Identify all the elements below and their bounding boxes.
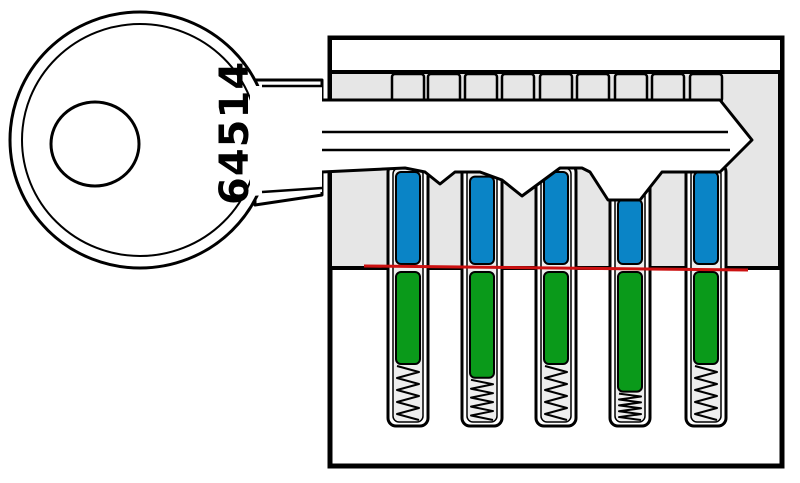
driver-pin [693,271,719,365]
pin-spring [544,365,568,421]
key-pin [543,171,569,265]
key-shoulder-bottom-edge [261,186,323,194]
plug-tab [463,72,499,104]
plug-top-tabs [390,72,724,104]
pin-spring [618,392,642,421]
shear-line [363,264,749,272]
key-pin [693,171,719,265]
plug-tab [688,72,724,104]
key-number-label: 64514 [212,61,258,205]
key-shoulder [250,86,322,196]
key-pin [469,175,495,266]
pin-spring [694,365,718,421]
driver-pin [617,271,643,393]
plug-tab [390,72,426,104]
key-pin [395,171,421,265]
plug-tab [426,72,462,104]
pin-spring [396,365,420,421]
key-pin [617,198,643,266]
driver-pin [469,271,495,379]
driver-pin [543,271,569,365]
plug-tab [613,72,649,104]
plug-tab [500,72,536,104]
driver-pin [395,271,421,365]
housing-top-band [328,36,784,74]
plug-tab [650,72,686,104]
pin-spring [470,378,494,421]
plug-tab [575,72,611,104]
key-bow-hole [49,100,141,188]
key-blade [253,78,754,207]
plug-tab [538,72,574,104]
